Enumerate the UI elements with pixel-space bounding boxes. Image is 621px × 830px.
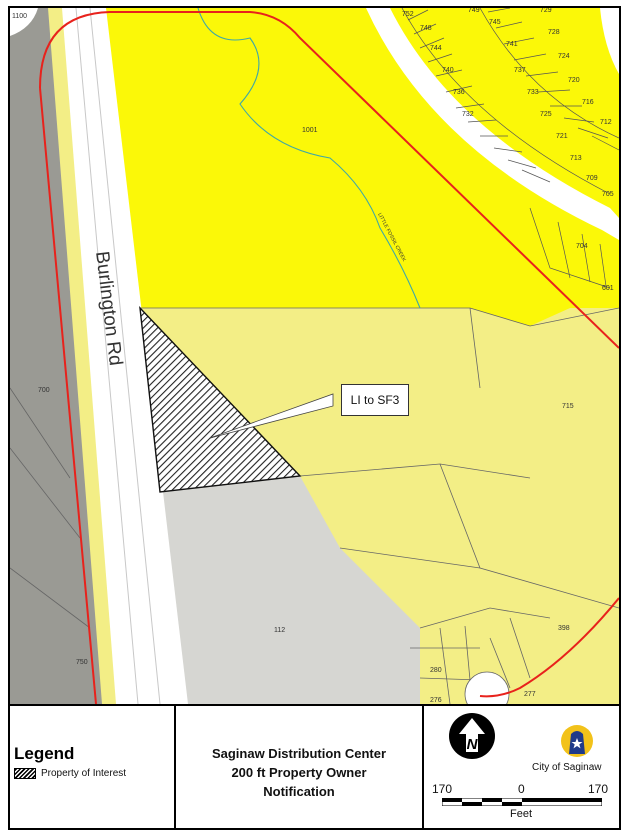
scale-label-right: 170 — [588, 782, 609, 796]
legend-panel: Legend Property of Interest — [10, 706, 176, 828]
title-line: Saginaw Distribution Center — [211, 746, 387, 761]
parcel-label: 737 — [514, 67, 526, 74]
parcel-label: 749 — [468, 8, 480, 14]
title-panel: Saginaw Distribution Center 200 ft Prope… — [176, 706, 424, 828]
parcel-labels: 1100 752 749 748 745 744 741 740 737 736… — [12, 8, 614, 704]
hatch-swatch-icon — [14, 768, 36, 779]
parcel-lines — [10, 307, 619, 704]
parcel-label: 704 — [576, 243, 588, 250]
parcel-label: 748 — [420, 25, 432, 32]
scale-label-zero: 0 — [518, 782, 525, 796]
parcel-label: 715 — [562, 403, 574, 410]
city-name: City of Saginaw — [532, 762, 602, 773]
parcel-label: 728 — [548, 29, 560, 36]
parcel-label: 725 — [540, 111, 552, 118]
parcel-label: 112 — [274, 627, 285, 634]
scale-bar-icon — [442, 798, 602, 806]
parcel-label: 709 — [586, 175, 598, 182]
map-canvas[interactable]: Burlington Rd LITTLE FOSSIL CREEK 1100 7… — [10, 8, 619, 704]
zone-gray-south — [155, 476, 420, 704]
zoning-change-callout: LI to SF3 — [341, 384, 409, 416]
parcel-label: 716 — [582, 99, 594, 106]
parcel-label: 277 — [524, 691, 536, 698]
parcel-label: 741 — [506, 41, 518, 48]
legend-item-label: Property of Interest — [41, 768, 127, 779]
parcel-label: 732 — [462, 111, 474, 118]
parcel-label: 724 — [558, 53, 570, 60]
parcel-label: 1100 — [12, 13, 27, 20]
parcel-label: 276 — [430, 697, 442, 704]
little-fossil-creek — [197, 8, 421, 309]
map-frame[interactable]: Burlington Rd LITTLE FOSSIL CREEK 1100 7… — [8, 6, 621, 706]
parcel-label: 740 — [442, 67, 454, 74]
parcel-label: 729 — [540, 8, 552, 14]
parcel-label: 750 — [76, 659, 88, 666]
map-info-bar: Legend Property of Interest Saginaw Dist… — [8, 706, 621, 830]
cul-de-sac — [10, 8, 38, 36]
parcel-label: 721 — [556, 133, 568, 140]
parcel-label: 736 — [453, 89, 465, 96]
property-of-interest[interactable] — [139, 306, 302, 493]
parcel-label: 720 — [568, 77, 580, 84]
parcel-label: 713 — [570, 155, 582, 162]
buffer-200ft-line — [39, 11, 619, 704]
north-letter: N — [467, 736, 479, 753]
parcel-label: 705 — [602, 191, 614, 198]
map-title: Saginaw Distribution Center 200 ft Prope… — [176, 744, 422, 801]
road-lane-line — [89, 8, 161, 704]
north-arrow-icon: N — [449, 713, 495, 759]
legend-title: Legend — [14, 744, 75, 763]
parcel-label: 733 — [527, 89, 539, 96]
parcel-label: 744 — [430, 45, 442, 52]
zone-bright-yellow — [106, 8, 619, 326]
parcel-label: 398 — [558, 625, 570, 632]
parcel-label: 700 — [38, 387, 50, 394]
parcel-label: 752 — [402, 11, 414, 18]
scale-label-left: 170 — [432, 782, 453, 796]
parcel-label: 280 — [430, 667, 442, 674]
road-lane-line — [75, 8, 139, 704]
legend-item: Property of Interest — [14, 768, 126, 779]
scale-units: Feet — [510, 808, 533, 820]
title-line: Notification — [263, 784, 335, 799]
parcel-label: 712 — [600, 119, 612, 126]
parcel-label: 1001 — [302, 127, 318, 134]
north-scale-panel: N City of Saginaw 170 0 170 Feet — [424, 706, 621, 828]
callout-pointer — [209, 393, 334, 439]
parcel-label: 601 — [602, 285, 614, 292]
city-seal-icon — [561, 725, 593, 757]
title-line: 200 ft Property Owner — [231, 765, 367, 780]
parcel-label: 745 — [489, 19, 501, 26]
zone-dark-gray — [10, 8, 102, 704]
residential-lot-lines — [401, 8, 619, 289]
residential-street-edge — [600, 8, 619, 74]
residential-street — [366, 8, 619, 240]
